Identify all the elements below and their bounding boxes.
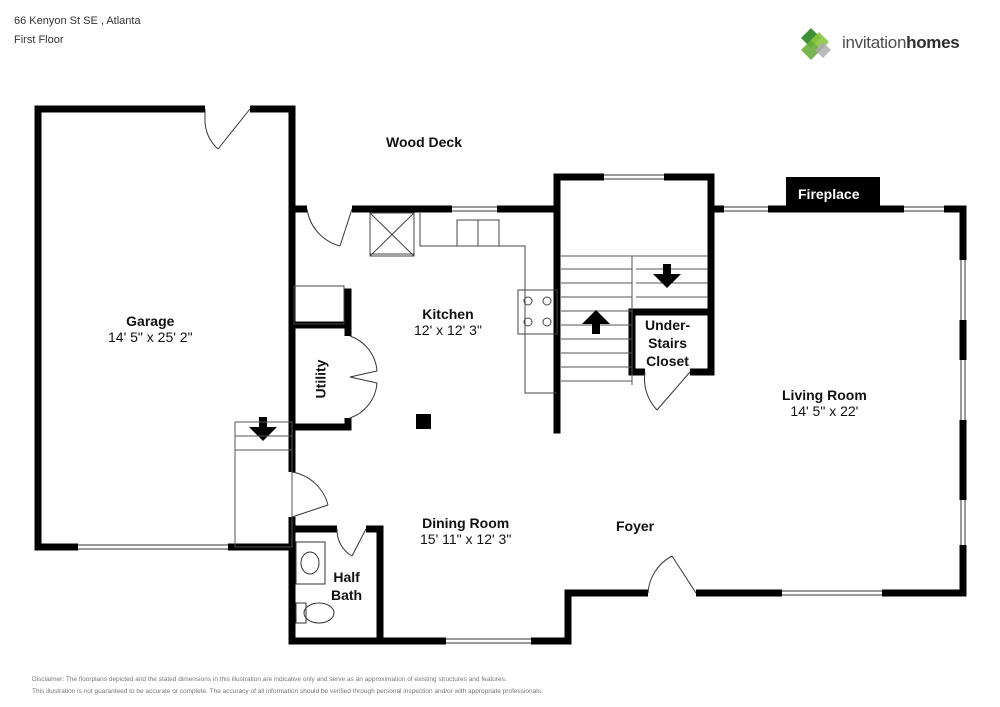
label-kitchen: Kitchen 12' x 12' 3": [414, 306, 482, 338]
logo-text-invitation: invitation: [842, 33, 907, 52]
sink-basin: [300, 551, 320, 575]
garage-stairs: [234, 421, 293, 548]
label-under-stairs-closet: Under- Stairs Closet: [645, 316, 690, 370]
closet-name-line2: Stairs: [648, 335, 688, 351]
utility-name: Utility: [312, 359, 329, 399]
dining-room-dims: 15' 11" x 12' 3": [420, 531, 512, 547]
window-lines: [78, 174, 966, 644]
property-address: 66 Kenyon St SE , Atlanta: [14, 15, 141, 27]
garage-dims: 14' 5" x 25' 2": [108, 329, 193, 345]
half-bath-walls: [288, 543, 384, 645]
stairs-down-arrow-icon: [653, 264, 681, 288]
toilet-tank: [295, 602, 307, 624]
bath-fixtures: [295, 541, 335, 624]
label-wood-deck: Wood Deck: [386, 134, 462, 150]
house-outer-walls: [376, 173, 967, 645]
label-half-bath: Half Bath: [331, 568, 362, 604]
fireplace-name: Fireplace: [798, 186, 860, 202]
stairs-up-arrow-icon: [582, 310, 610, 334]
living-room-dims: 14' 5" x 22': [790, 403, 859, 419]
logo-mark-icon: [801, 28, 831, 60]
label-fireplace: Fireplace: [798, 186, 859, 202]
floor-label: First Floor: [14, 34, 64, 46]
openings: [78, 104, 968, 646]
dining-room-name: Dining Room: [422, 515, 510, 531]
main-stairs: [561, 255, 708, 385]
half-bath-line1: Half: [333, 569, 360, 585]
label-garage: Garage 14' 5" x 25' 2": [108, 313, 193, 345]
toilet-bowl: [303, 602, 335, 624]
kitchen-dims: 12' x 12' 3": [414, 322, 482, 338]
label-utility: Utility: [312, 360, 328, 399]
label-dining-room: Dining Room 15' 11" x 12' 3": [420, 515, 511, 547]
disclaimer-line-2: This illustration is not guaranteed to b…: [32, 688, 543, 695]
label-foyer: Foyer: [616, 518, 654, 534]
logo-wordmark: invitationhomes: [842, 33, 960, 53]
foyer-name: Foyer: [616, 518, 655, 534]
company-logo: invitationhomes: [797, 24, 987, 64]
garage-stairs-down-arrow-icon: [249, 417, 277, 441]
logo-text-homes: homes: [906, 33, 960, 52]
closet-name-line1: Under-: [645, 317, 691, 333]
label-living-room: Living Room 14' 5" x 22': [782, 387, 867, 419]
kitchen-name: Kitchen: [422, 306, 474, 322]
kitchen-fixtures: [293, 212, 558, 394]
door-swings: [204, 108, 697, 594]
disclaimer-line-1: Disclaimer: The floorplans depicted and …: [32, 676, 507, 683]
garage-name: Garage: [126, 313, 175, 329]
living-room-name: Living Room: [782, 387, 867, 403]
half-bath-line2: Bath: [331, 587, 363, 603]
fireplace-block: [786, 177, 880, 212]
sink-counter: [295, 541, 326, 585]
support-column: [416, 414, 431, 429]
closet-name-line3: Closet: [646, 353, 689, 369]
wood-deck-name: Wood Deck: [386, 134, 462, 150]
stair-arrows: [249, 264, 681, 441]
